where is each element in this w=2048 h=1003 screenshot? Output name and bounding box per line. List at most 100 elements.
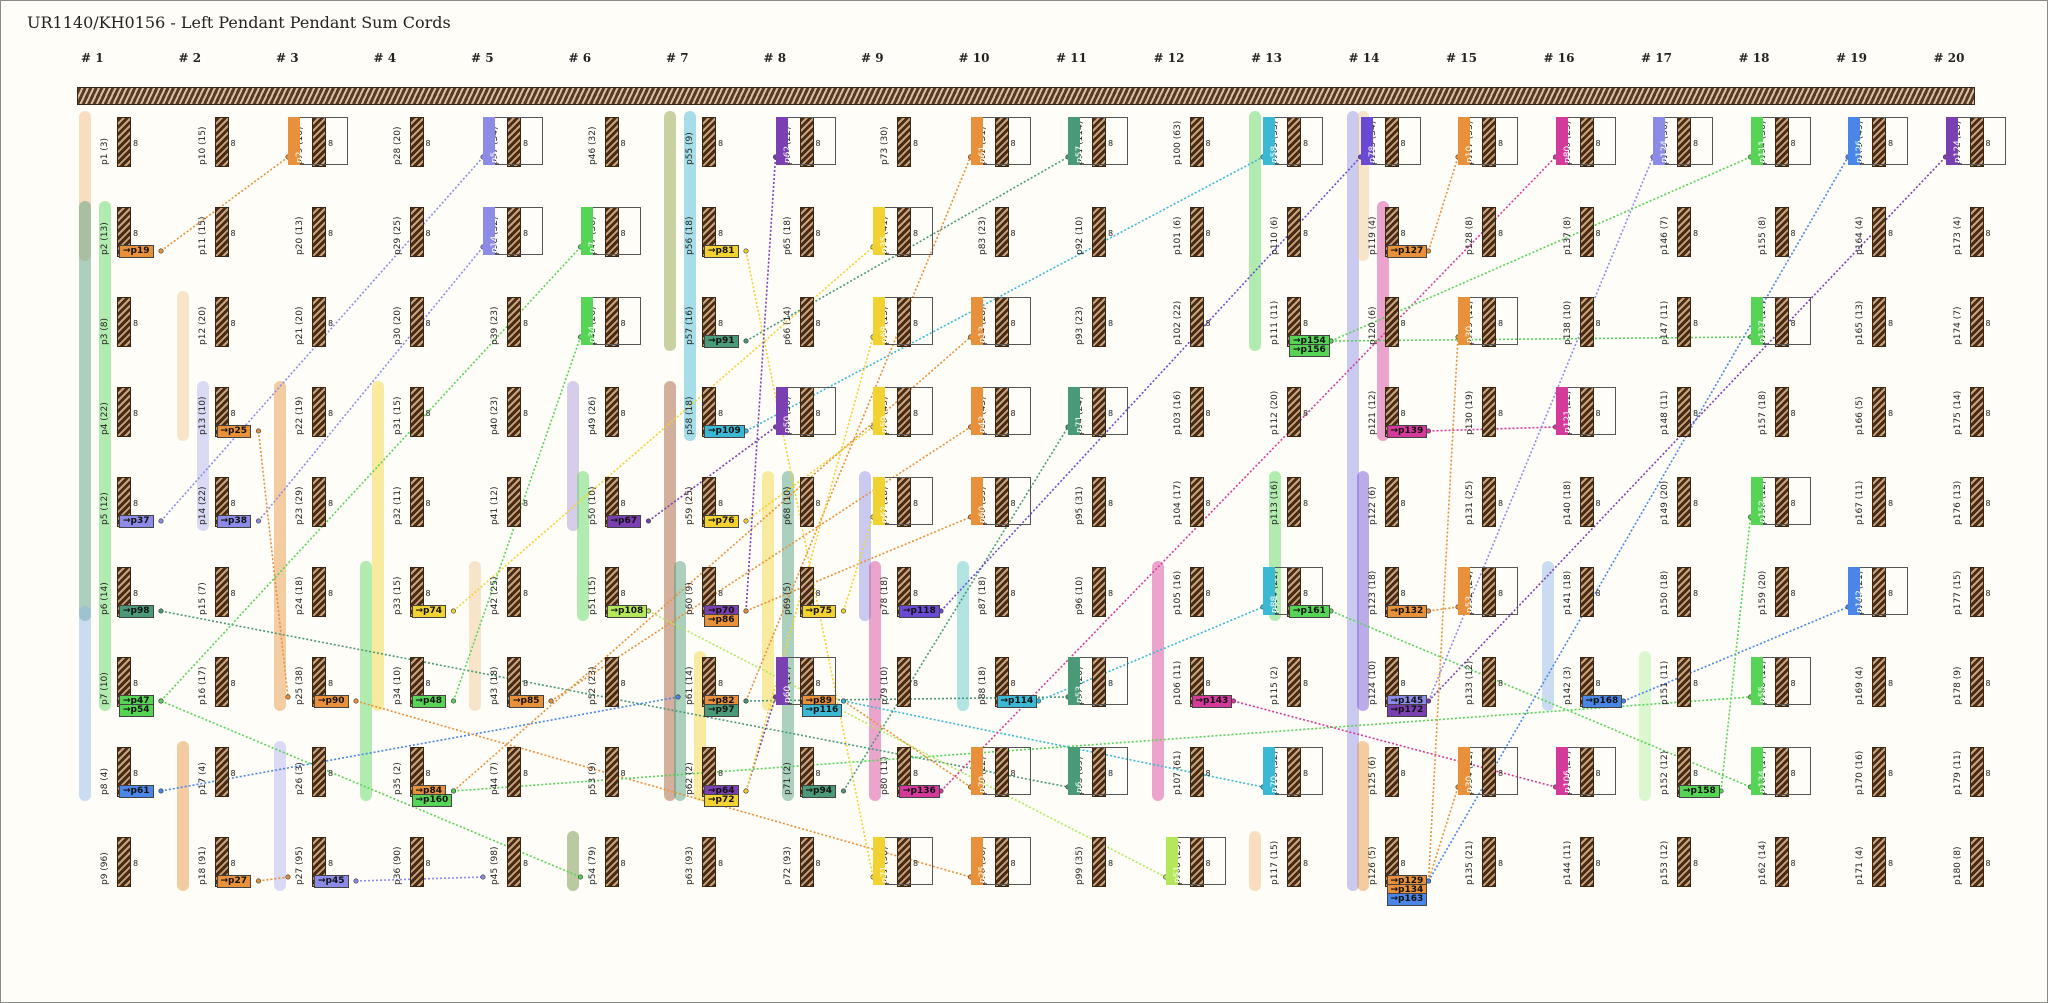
sum-cord-fill <box>1165 837 1178 885</box>
pendant-label: p93 (23) <box>1075 306 1085 345</box>
sum-source-tag: →p139 <box>1386 425 1428 438</box>
cord-knot <box>1579 297 1594 347</box>
pendant-label: p126 (5) <box>1367 846 1378 885</box>
sum-cord-fill <box>1068 747 1080 795</box>
sum-cord-label: p53 <box>1465 595 1475 613</box>
pendant-label: p141 (18) <box>1562 570 1573 615</box>
pendant-label: p53 (9) <box>587 762 598 795</box>
sum-source-tag: →p85 <box>509 695 544 708</box>
sum-link <box>745 336 874 792</box>
pendant-label: p177 (15) <box>1952 570 1963 615</box>
sum-source-tag: →p45 <box>314 875 349 888</box>
sum-link <box>1427 156 1947 702</box>
cord-knot <box>507 747 521 797</box>
cord-mark: 8 <box>1790 409 1796 418</box>
cord-mark: 8 <box>1498 859 1504 868</box>
group-header: # 1 <box>81 51 104 65</box>
cord-mark: 8 <box>815 319 821 328</box>
pendant-label: p39 (23) <box>490 306 500 345</box>
sum-cord-fill <box>970 477 983 525</box>
pendant-label: p147 (11) <box>1660 300 1670 345</box>
cord-highlight <box>566 831 579 891</box>
sum-link <box>648 610 1166 878</box>
sum-source-tag: →p76 <box>704 515 739 528</box>
sum-cord-fill <box>775 387 788 435</box>
cord-knot <box>799 207 814 257</box>
cord-knot <box>897 657 911 707</box>
sum-cord-fill <box>580 297 593 345</box>
cord-knot <box>507 387 521 437</box>
pendant-label: p5 (12) <box>100 492 110 525</box>
cord-mark: 8 <box>133 139 139 148</box>
pendant-label: p57 (16) <box>685 306 695 345</box>
cord-mark: 8 <box>913 139 919 148</box>
sum-cord-fill <box>1945 117 1958 165</box>
cord-highlight <box>176 741 189 891</box>
cord-mark: 8 <box>1400 499 1406 508</box>
cord-mark: 8 <box>718 499 724 508</box>
sum-cord-fill <box>1555 747 1568 795</box>
cord-mark: 8 <box>1205 409 1211 418</box>
cord-mark: 8 <box>1693 859 1699 868</box>
sum-link <box>842 426 1069 792</box>
cord-mark: 8 <box>620 499 626 508</box>
cord-knot <box>1677 297 1691 347</box>
cord-mark: 8 <box>1108 409 1114 418</box>
sum-cord-fill <box>1750 297 1763 345</box>
cord-knot <box>117 387 131 437</box>
cord-mark: 8 <box>1205 139 1211 148</box>
cord-mark: 8 <box>1010 499 1016 508</box>
link-endpoint <box>645 518 651 524</box>
sum-cord-fill <box>873 207 885 255</box>
sum-cord-fill <box>1068 657 1080 705</box>
sum-cord-fill <box>970 297 983 345</box>
cord-mark: 8 <box>523 859 529 868</box>
cord-mark: 8 <box>1498 229 1504 238</box>
sum-link <box>1427 336 1459 882</box>
sum-link <box>257 430 289 698</box>
cord-mark: 8 <box>913 409 919 418</box>
cord-knot <box>214 567 229 617</box>
cord-mark: 8 <box>1400 139 1406 148</box>
sum-cord-label: p53 <box>1075 685 1085 703</box>
pendant-label: p179 (11) <box>1952 750 1963 795</box>
pendant-label: p111 (11) <box>1270 300 1280 345</box>
cord-knot <box>1384 747 1399 797</box>
sum-link <box>745 156 1264 432</box>
cord-knot <box>1482 477 1496 527</box>
group-header: # 7 <box>666 51 689 65</box>
group-header: # 4 <box>373 51 397 65</box>
pendant-label: p135 (21) <box>1465 840 1475 885</box>
pendant-label: p54 (79) <box>587 846 598 885</box>
cord-knot <box>1482 387 1496 437</box>
pendant-label: p50 (10) <box>587 486 598 525</box>
pendant-label: p18 (91) <box>197 846 208 885</box>
cord-mark: 8 <box>1498 319 1504 328</box>
pendant-label: p119 (4) <box>1367 216 1378 255</box>
group-header: # 12 <box>1153 51 1185 65</box>
cord-mark: 8 <box>718 409 724 418</box>
pendant-label: p59 (25) <box>685 486 695 525</box>
sum-cord-label: p7 <box>587 241 598 253</box>
sum-cord-fill <box>1263 747 1275 795</box>
pendant-label: p21 (20) <box>295 306 305 345</box>
cord-highlight <box>79 201 91 621</box>
sum-cord-label: p152 <box>1757 500 1768 523</box>
cord-mark: 8 <box>620 589 626 598</box>
cord-mark: 8 <box>1595 859 1601 868</box>
sum-cord-label: p35 <box>880 235 890 253</box>
cord-mark: 8 <box>1888 859 1894 868</box>
cord-knot <box>1677 207 1691 257</box>
link-endpoint <box>743 608 749 614</box>
cord-knot <box>409 207 424 257</box>
sum-source-tag: →p38 <box>216 515 252 528</box>
cord-highlight <box>576 471 589 621</box>
cord-mark: 8 <box>1790 589 1796 598</box>
sum-cord-label: p126 <box>1855 140 1865 163</box>
pendant-label: p107 (61) <box>1172 750 1183 795</box>
pendant-label: p102 (22) <box>1172 300 1183 345</box>
cord-mark: 8 <box>718 679 724 688</box>
pendant-label: p96 (10) <box>1075 576 1085 615</box>
cord-knot <box>214 657 229 707</box>
